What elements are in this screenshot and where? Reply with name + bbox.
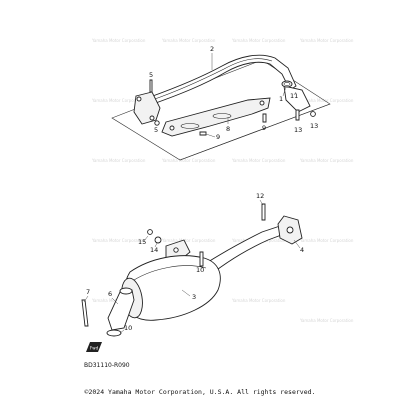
watermark-text: Yamaha Motor Corporation: [161, 38, 216, 43]
callout-label: 8: [226, 125, 230, 133]
callout-label: 9: [216, 133, 220, 141]
bolt: [81, 299, 89, 327]
watermark-text: Yamaha Motor Corporation: [161, 158, 216, 163]
watermark-text: Yamaha Motor Corporation: [91, 238, 146, 243]
exhaust-pipe-group: [133, 54, 316, 137]
watermark-text: Yamaha Motor Corporation: [299, 158, 354, 163]
bracket-hole: [173, 247, 179, 253]
leader-line: [293, 91, 297, 96]
washer: [154, 236, 162, 244]
nut: [147, 229, 153, 235]
flange-bolt-hole: [149, 115, 155, 121]
fwd-direction-icon: Fwd: [86, 342, 102, 352]
watermark-text: Yamaha Motor Corporation: [161, 238, 216, 243]
callout-label: 14: [150, 246, 158, 254]
callout-label: 5: [149, 71, 153, 79]
callout-label: 1: [279, 95, 283, 103]
protector-mount: [259, 100, 265, 106]
watermark-text: Yamaha Motor Corporation: [231, 38, 286, 43]
callout-label: 2: [210, 45, 214, 53]
callout-label: 4: [300, 246, 304, 254]
leader-line: [259, 199, 264, 206]
screw: [199, 131, 207, 136]
watermark-text: Yamaha Motor Corporation: [91, 98, 146, 103]
exhaust-pipe-seam: [151, 58, 273, 101]
muffler-inlet-pipe: [207, 225, 285, 273]
protector-mount: [169, 125, 175, 131]
protector-slot: [212, 113, 232, 119]
leader-line: [119, 329, 125, 334]
leader-line: [83, 295, 89, 303]
flange-hole: [286, 226, 294, 234]
callout-label: 13: [310, 122, 318, 130]
callout-label: 15: [138, 238, 146, 246]
protector-slot: [180, 123, 200, 129]
assembly-frame-edge: [179, 103, 331, 161]
watermark-text: Yamaha Motor Corporation: [231, 158, 286, 163]
bottom-callouts: 12 15 14 4 10 3 7 6 10: [83, 192, 304, 334]
tail-pipe-gasket: [106, 329, 122, 337]
callout-label: 5: [154, 126, 158, 134]
callout-label: 6: [108, 290, 112, 298]
callout-label: 12: [256, 192, 264, 200]
nut: [154, 120, 160, 126]
leader-line: [143, 235, 149, 242]
watermark-text: Yamaha Motor Corporation: [231, 298, 286, 303]
callout-label: 13: [294, 126, 302, 134]
nut: [310, 111, 316, 117]
muffler-group: [81, 203, 303, 337]
watermark-text: Yamaha Motor Corporation: [299, 318, 354, 323]
svg-text:Fwd: Fwd: [90, 346, 99, 351]
callout-label: 10: [196, 266, 204, 274]
leader-line: [154, 242, 158, 248]
diagram-code: BD31110-R090: [84, 362, 130, 369]
watermark-text: Yamaha Motor Corporation: [299, 98, 354, 103]
exhaust-pipe-protector: [161, 97, 271, 137]
leader-line: [205, 133, 216, 138]
flange-bolt-hole: [136, 96, 142, 102]
leader-line: [181, 289, 191, 297]
top-callouts: 2 5 5 1 11 8 9 9 13 13: [149, 45, 318, 141]
callout-label: 3: [192, 293, 196, 301]
callout-label: 7: [86, 288, 90, 296]
stud-bolt: [261, 203, 266, 221]
exhaust-pipe: [149, 54, 297, 105]
gasket: [281, 80, 293, 88]
leader-line: [293, 239, 301, 249]
bolt: [199, 251, 204, 267]
gasket-inner: [283, 82, 291, 86]
watermark-text: Yamaha Motor Corporation: [299, 238, 354, 243]
copyright-notice: ©2024 Yamaha Motor Corporation, U.S.A. A…: [84, 388, 316, 396]
leader-line: [282, 86, 287, 97]
muffler-body-seam: [133, 265, 207, 281]
tail-pipe-mouth: [119, 287, 133, 295]
stud-bolt: [149, 79, 153, 93]
watermark-text: Yamaha Motor Corporation: [299, 38, 354, 43]
watermark-text: Yamaha Motor Corporation: [91, 158, 146, 163]
callout-label: 9: [262, 124, 266, 132]
callout-label: 10: [124, 324, 132, 332]
watermark-text: Yamaha Motor Corporation: [91, 38, 146, 43]
leader-line: [111, 297, 119, 305]
pipe-joint: [283, 85, 311, 113]
bolt: [295, 109, 300, 121]
screw: [262, 113, 267, 123]
callout-label: 11: [290, 92, 298, 100]
